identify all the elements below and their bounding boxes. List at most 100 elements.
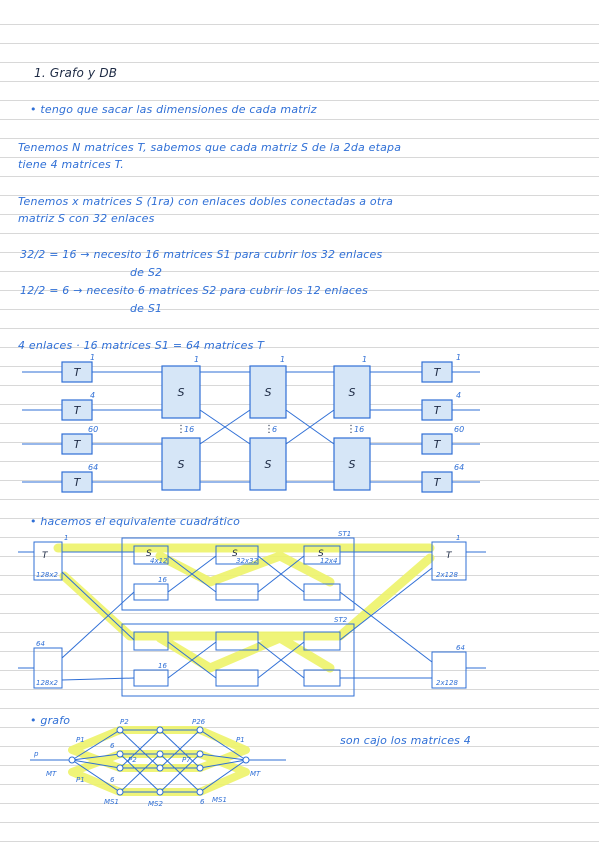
formula-line: 4 enlaces · 16 matrices S1 = 64 matrices…: [18, 339, 265, 352]
t-box-label: T: [434, 476, 442, 489]
left-link-label-1: 1: [90, 353, 95, 362]
graph-label-p26: P26: [192, 718, 206, 726]
left-link-label-4: 4: [90, 391, 95, 400]
paragraph-1-line-2: tiene 4 matrices T.: [18, 158, 124, 171]
t-box-right-1: [421, 361, 453, 383]
s-box-label: S: [349, 458, 356, 471]
right-link-label-64: 64: [454, 463, 464, 472]
vertical-dots: ⋮: [176, 424, 186, 435]
s-label-2: S: [232, 549, 238, 559]
t-box-label: T: [74, 366, 82, 379]
graph-label-p1-low: P1: [76, 776, 85, 784]
stage-label-st1: ST1: [338, 530, 351, 538]
t-box-left-3: [61, 433, 93, 455]
network-diagram-1: T T T T S S S S S S T T T T 1 4 60 64 1 …: [22, 353, 480, 493]
s-count-label-st1: 16: [158, 576, 167, 584]
s-box-label: S: [265, 386, 272, 399]
col1-top-label: 1: [194, 355, 199, 364]
col2-count-label: 6: [272, 425, 277, 434]
link-label-right-bottom: 64: [456, 644, 465, 652]
col3-top-label: 1: [362, 355, 367, 364]
graph-label-mt-right: MT: [250, 770, 261, 778]
t-box-right-2: [421, 399, 453, 421]
right-link-label-1: 1: [456, 353, 461, 362]
graph-label-p: p: [33, 750, 39, 758]
s-box-label: S: [349, 386, 356, 399]
s-count-label-st2: 16: [158, 662, 167, 670]
s-box-label: S: [178, 386, 185, 399]
left-link-label-60: 60: [88, 425, 98, 434]
graph-label-six-2: 6: [110, 776, 115, 784]
t-box-right-bottom: [431, 651, 467, 689]
link-label-bottom: 64: [36, 640, 45, 648]
vertical-dots: ⋮: [264, 424, 274, 435]
paragraph-2-line-2: matriz S con 32 enlaces: [18, 212, 155, 225]
dim-left-top: 128x2: [36, 571, 59, 579]
t-box-right-4: [421, 471, 453, 493]
t-box-label: T: [74, 404, 82, 417]
page-heading: 1. Grafo y DB: [34, 66, 118, 80]
t-box-label: T: [74, 438, 82, 451]
s-label-3: S: [318, 549, 324, 559]
graph-label-p2-mid: P2: [128, 756, 137, 764]
t-box-left-top: [33, 541, 63, 581]
t-box-label: T: [74, 476, 82, 489]
s-box-col3-bottom: [333, 437, 371, 491]
graph-label-p7: P7: [182, 756, 191, 764]
stage-frame-st1: [121, 537, 355, 611]
col1-count-label: 16: [184, 425, 194, 434]
bullet-graph: • grafo: [30, 714, 71, 727]
graph-label-mt-left: MT: [46, 770, 57, 778]
graph-label-p1-right: P1: [236, 736, 245, 744]
graph-note: son cajo los matrices 4: [340, 734, 472, 747]
s-box-col1-top: [161, 365, 201, 419]
bullet-quadratic-equivalent: • hacemos el equivalente cuadrático: [30, 515, 241, 528]
s-box-label: S: [178, 458, 185, 471]
dim-s2: 32x32: [236, 557, 259, 565]
t-box-left-1: [61, 361, 93, 383]
calc-2-line-2: de S1: [130, 302, 163, 315]
t-box-left-2: [61, 399, 93, 421]
calc-1-line-2: de S2: [130, 266, 163, 279]
graph-diagram: p P1 P2 P26 P1 MT MT P1 6 P2 P7 6 MS1 MS…: [30, 718, 286, 808]
s-box-col1-bottom: [161, 437, 201, 491]
t-box-right-3: [421, 433, 453, 455]
dim-s3: 12x4: [320, 557, 338, 565]
s-box-col2-top: [249, 365, 287, 419]
s-box-label: S: [265, 458, 272, 471]
bullet-dimensions: • tengo que sacar las dimensiones de cad…: [30, 103, 317, 116]
t-box-right-top: [431, 541, 467, 581]
t-box-left-4: [61, 471, 93, 493]
network-diagram-2: T T S S S ST1 ST2 128x2 128x2 2x128 2x12…: [18, 530, 486, 697]
s-label-1: S: [146, 549, 152, 559]
vertical-dots: ⋮: [346, 424, 356, 435]
t-box-label: T: [434, 404, 442, 417]
col2-top-label: 1: [280, 355, 285, 364]
right-link-label-60: 60: [454, 425, 464, 434]
t-box-label: T: [434, 366, 442, 379]
s-box-col3-top: [333, 365, 371, 419]
col3-count-label: 16: [354, 425, 364, 434]
calc-1-line-1: 32/2 = 16 → necesito 16 matrices S1 para…: [20, 248, 383, 261]
dim-right-bottom: 2x128: [436, 679, 459, 687]
paragraph-2-line-1: Tenemos x matrices S (1ra) con enlaces d…: [18, 195, 394, 208]
t-label-left: T: [42, 551, 49, 561]
s-box-col2-bottom: [249, 437, 287, 491]
graph-label-p1-top: P1: [76, 736, 85, 744]
graph-label-six-3: 6: [200, 798, 205, 806]
paragraph-1-line-1: Tenemos N matrices T, sabemos que cada m…: [18, 141, 402, 154]
link-label-top: 1: [64, 534, 68, 542]
right-link-label-4: 4: [456, 391, 461, 400]
calc-2-line-1: 12/2 = 6 → necesito 6 matrices S2 para c…: [20, 284, 369, 297]
stage-frame-st2: [121, 623, 355, 697]
left-link-label-64: 64: [88, 463, 98, 472]
dim-right-top: 2x128: [436, 571, 459, 579]
graph-label-six-1: 6: [110, 742, 115, 750]
graph-label-ms1: MS1: [104, 798, 119, 806]
graph-label-p2-top: P2: [120, 718, 129, 726]
graph-label-ms2: MS2: [148, 800, 163, 808]
stage-label-st2: ST2: [334, 616, 348, 624]
t-box-label: T: [434, 438, 442, 451]
dim-left-bottom: 128x2: [36, 679, 59, 687]
